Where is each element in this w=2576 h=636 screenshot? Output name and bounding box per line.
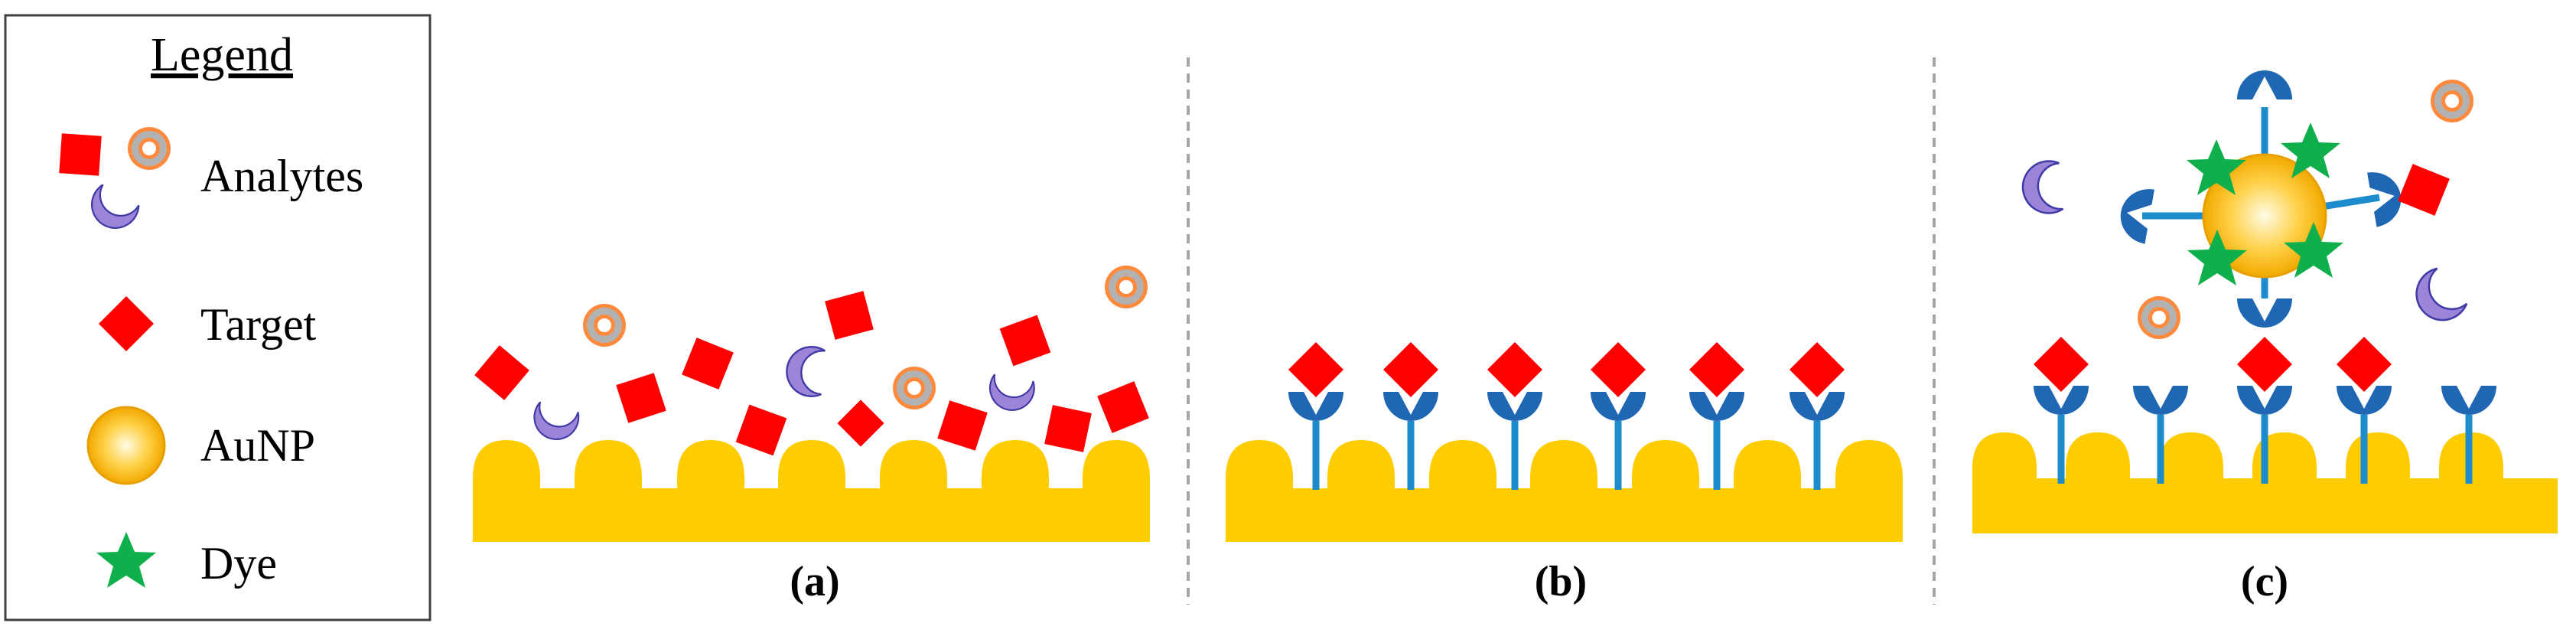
bound-targets-b [1288,342,1845,397]
detection-antibody [2120,189,2154,244]
bound-target [1591,342,1646,397]
bound-target [1288,342,1343,397]
analyte-crescent [985,373,1037,415]
analyte-crescent [2405,265,2470,332]
analyte-square [735,404,787,456]
substrate-a [473,440,1150,542]
legend-title: Legend [151,29,293,81]
bound-target [1487,342,1542,397]
substrate-b [1226,440,1903,542]
bound-target [1790,342,1845,397]
bound-target [2237,337,2292,392]
analyte-square [937,400,988,451]
panel-label-c: (c) [2241,558,2288,605]
bound-target [1383,342,1438,397]
analyte-square [682,338,734,390]
detection-antibody [2367,172,2402,227]
analyte-crescent [2019,158,2065,217]
analyte-ring [583,304,626,347]
analyte-ring [893,367,936,409]
legend-label-aunp: AuNP [200,420,315,471]
panel-c: (c) [1972,70,2558,605]
panel-label-a: (a) [790,558,839,605]
target-diamond [471,342,532,403]
panel-label-b: (b) [1535,558,1587,605]
analyte-square [1097,381,1149,433]
legend-label-dye: Dye [200,538,277,589]
analyte-square [999,315,1051,367]
analytes-a [471,266,1149,456]
bound-target [2337,337,2392,392]
aunp-conjugate [2120,70,2450,328]
detection-antibody [2237,70,2292,99]
captured-analyte-square [2398,164,2450,216]
detection-antibody [2237,298,2292,328]
analyte-square [616,373,666,423]
bound-target [1689,342,1744,397]
aunp-icon [86,406,166,485]
analyte-ring-icon [128,127,171,170]
analyte-square [825,291,874,340]
panel-b: (b) [1226,342,1903,605]
panel-a: (a) [471,266,1150,605]
analyte-ring [2431,80,2473,122]
analyte-crescent [528,400,581,445]
analyte-square-icon [59,133,102,176]
substrate-c [1972,432,2558,533]
analyte-crescent [783,344,826,399]
analyte-ring [1105,266,1148,308]
legend-box: Legend Analytes Target AuNP Dye [4,14,432,621]
analyte-ring [2138,296,2180,339]
target-diamond [837,400,884,447]
analyte-square [1044,405,1092,452]
bound-target [2034,337,2089,392]
bound-targets-c [2034,337,2392,392]
legend-label-analytes: Analytes [200,151,363,201]
legend-label-target: Target [200,299,317,350]
